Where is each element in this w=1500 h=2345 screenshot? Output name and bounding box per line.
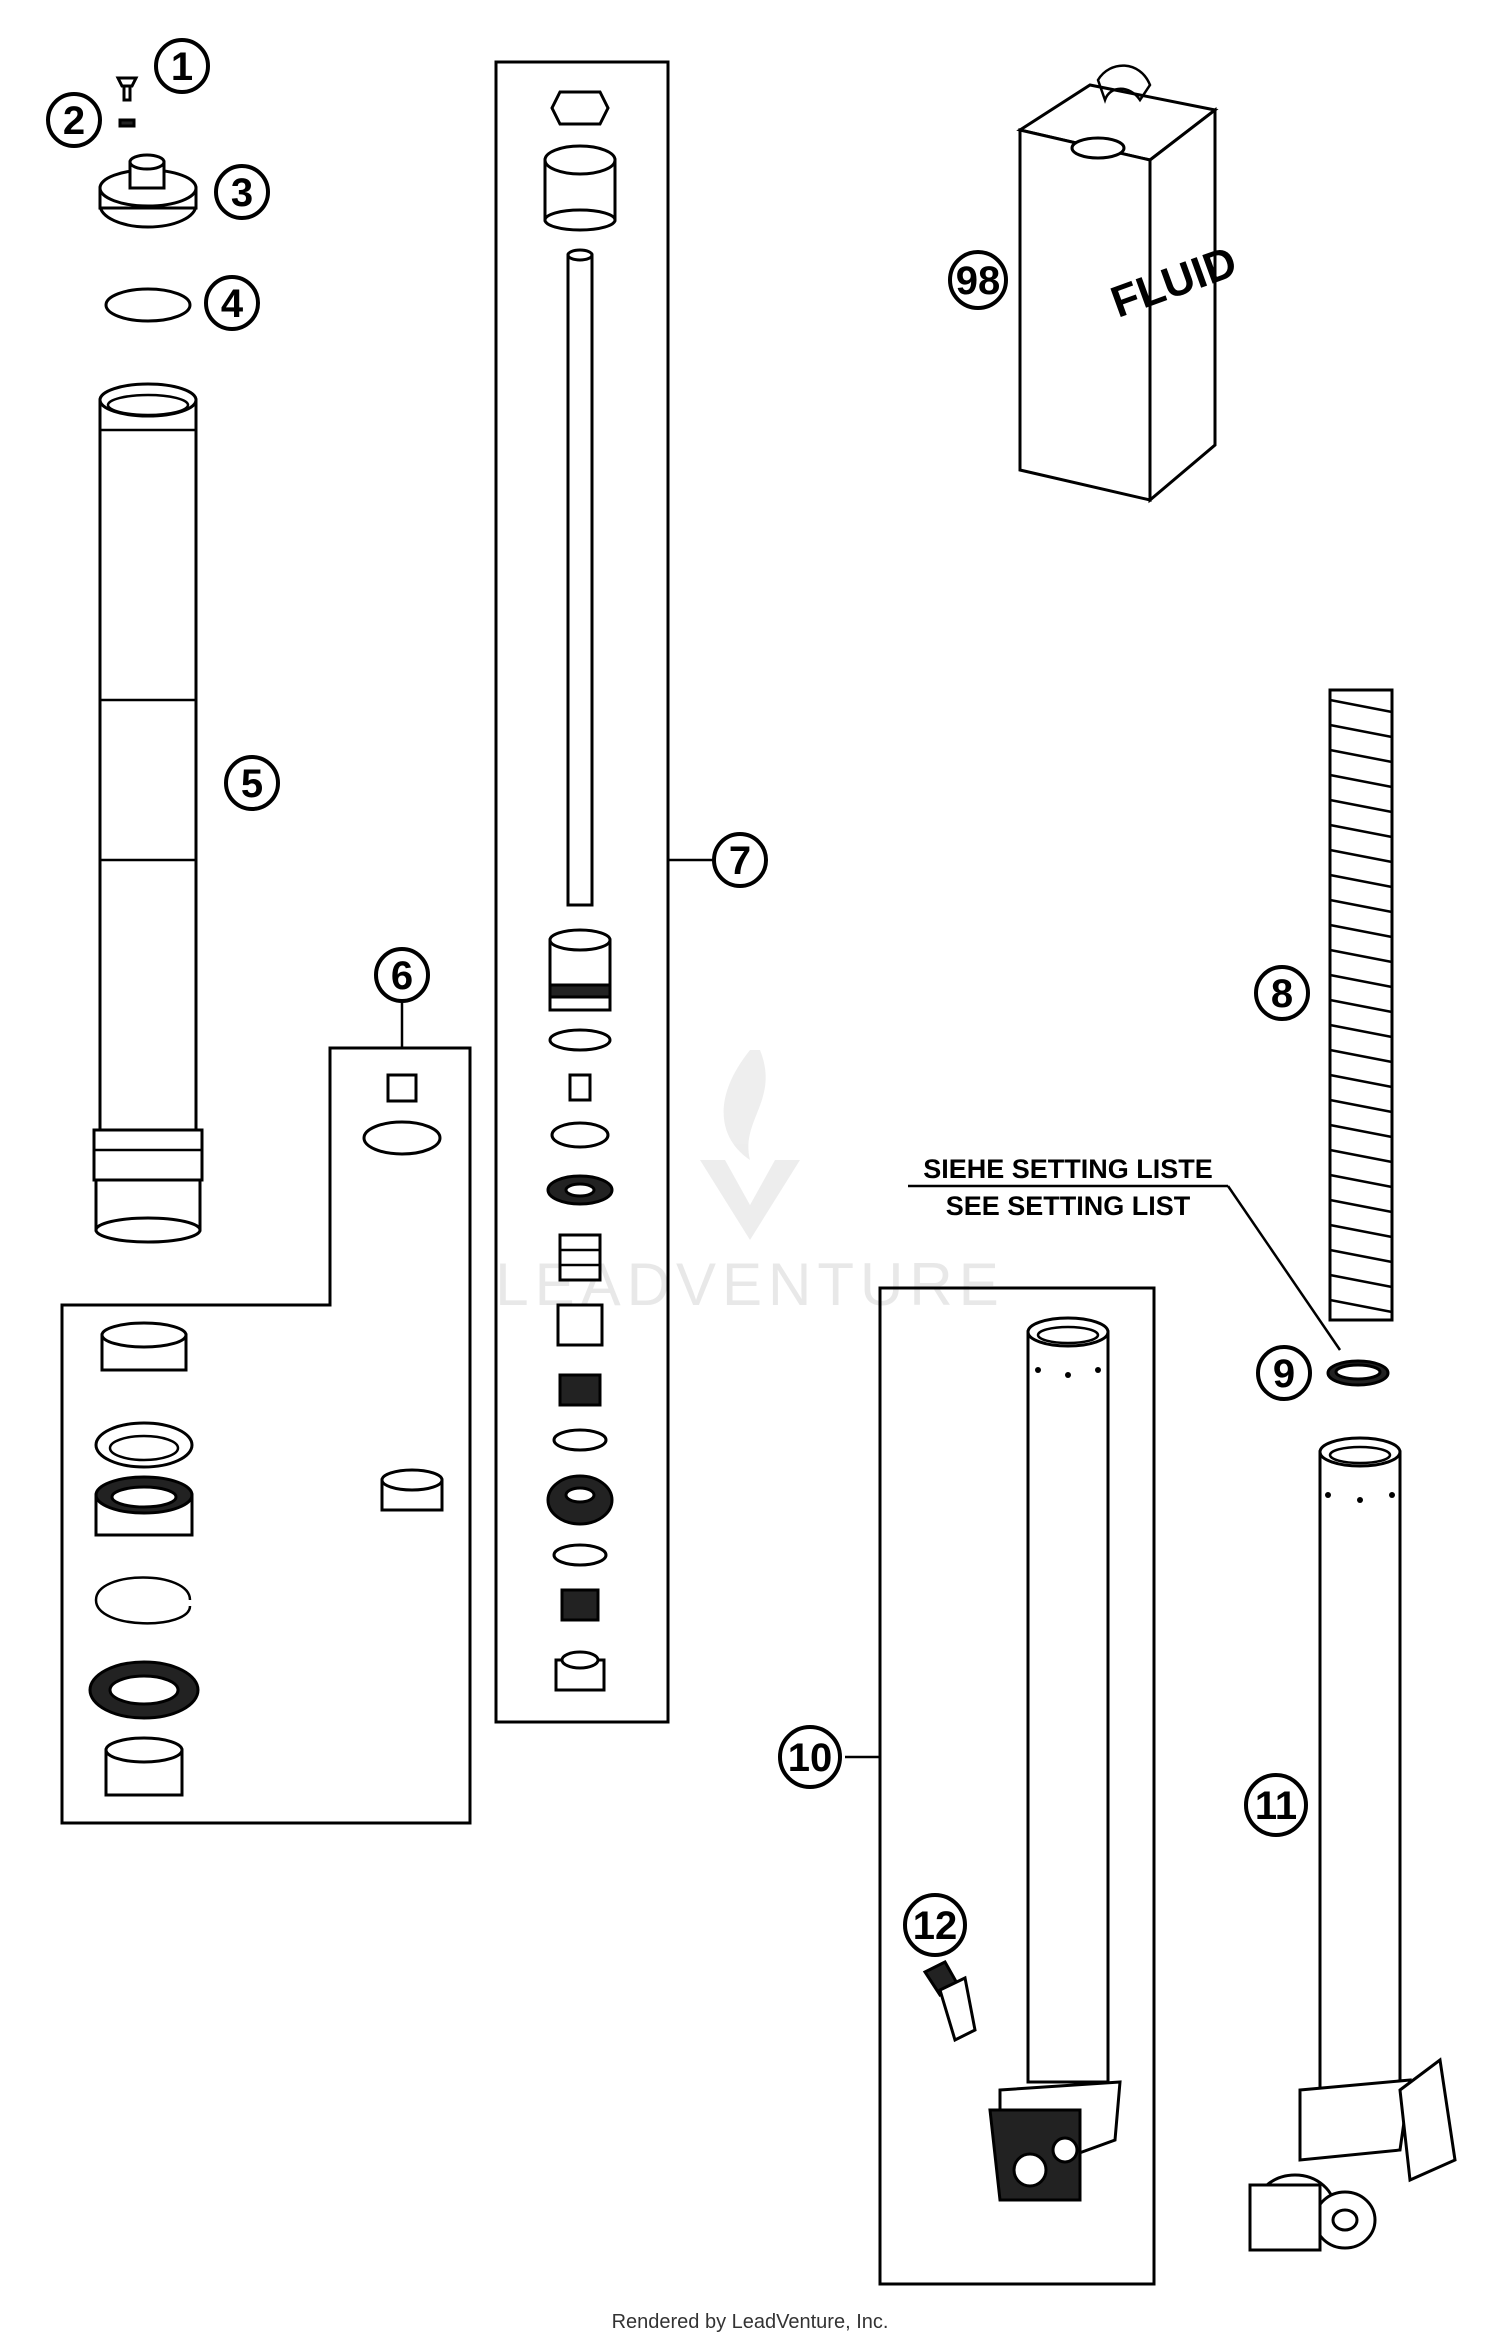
part-11-fork-leg <box>1248 1436 1457 2252</box>
callout-4: 4 <box>204 275 260 331</box>
setting-list-en: SEE SETTING LIST <box>946 1191 1191 1221</box>
callout-2-number: 2 <box>63 99 85 143</box>
part-4-o-ring <box>104 287 192 323</box>
part-5-outer-tube <box>92 382 204 1244</box>
callout-1-number: 1 <box>171 45 193 89</box>
callout-10: 10 <box>778 1725 842 1789</box>
callout-12-number: 12 <box>913 1904 958 1948</box>
callout-10-number: 10 <box>788 1736 833 1780</box>
callout-11: 11 <box>1244 1773 1308 1837</box>
callout-98-number: 98 <box>956 259 1001 303</box>
callout-1: 1 <box>154 38 210 94</box>
part-3-fork-cap <box>98 153 198 229</box>
callout-5-number: 5 <box>241 762 263 806</box>
callout-12: 12 <box>903 1893 967 1957</box>
part-6-kit-contents <box>88 1073 444 1797</box>
part-1-screw <box>115 76 139 102</box>
part-2-washer <box>118 118 136 128</box>
callout-11-number: 11 <box>1255 1784 1297 1828</box>
callout-7-number: 7 <box>729 839 751 883</box>
part-8-fork-spring <box>1328 688 1394 1322</box>
setting-list-note: SIEHE SETTING LISTE SEE SETTING LIST <box>908 1154 1342 1351</box>
footer-credit: Rendered by LeadVenture, Inc. <box>612 2311 889 2333</box>
part-12-bleed-screw <box>922 1960 977 2043</box>
callout-8: 8 <box>1254 965 1310 1021</box>
callout-8-number: 8 <box>1271 972 1293 1016</box>
part-7-damper-cartridge <box>543 90 617 1692</box>
callout-3-number: 3 <box>231 171 253 215</box>
callout-9-number: 9 <box>1273 1352 1295 1396</box>
callout-3: 3 <box>214 164 270 220</box>
callout-5: 5 <box>224 755 280 811</box>
callout-2: 2 <box>46 92 102 148</box>
callout-7: 7 <box>712 832 768 888</box>
part-10-inner-tube <box>988 1316 1122 2202</box>
callout-98: 98 <box>948 250 1008 310</box>
part-7-damper-box <box>494 60 670 1724</box>
part-98-fluid-can: FLUID <box>1016 64 1243 504</box>
callout-9: 9 <box>1256 1345 1312 1401</box>
part-9-spacer-ring <box>1326 1359 1390 1387</box>
part-6-kit-box <box>60 1046 472 1825</box>
callout-6-number: 6 <box>391 954 413 998</box>
part-10-box <box>878 1286 1156 2286</box>
callout-6: 6 <box>374 947 430 1003</box>
callout-4-number: 4 <box>221 282 244 326</box>
setting-list-de: SIEHE SETTING LISTE <box>923 1154 1213 1184</box>
